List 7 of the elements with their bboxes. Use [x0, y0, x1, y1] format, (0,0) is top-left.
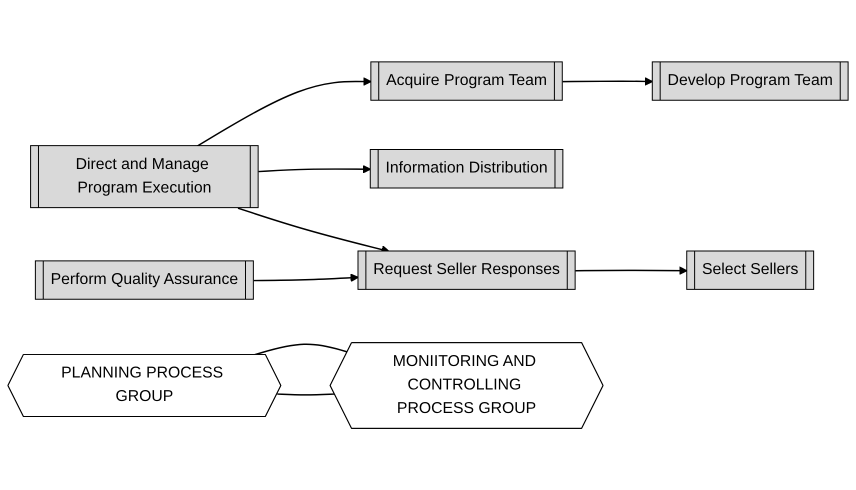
- arrow: [562, 76, 654, 86]
- arrow: [576, 266, 688, 275]
- arrow: [254, 273, 359, 282]
- connector: [277, 393, 335, 396]
- arrow: [196, 77, 372, 147]
- connector: [254, 343, 348, 356]
- arrow: [258, 164, 372, 174]
